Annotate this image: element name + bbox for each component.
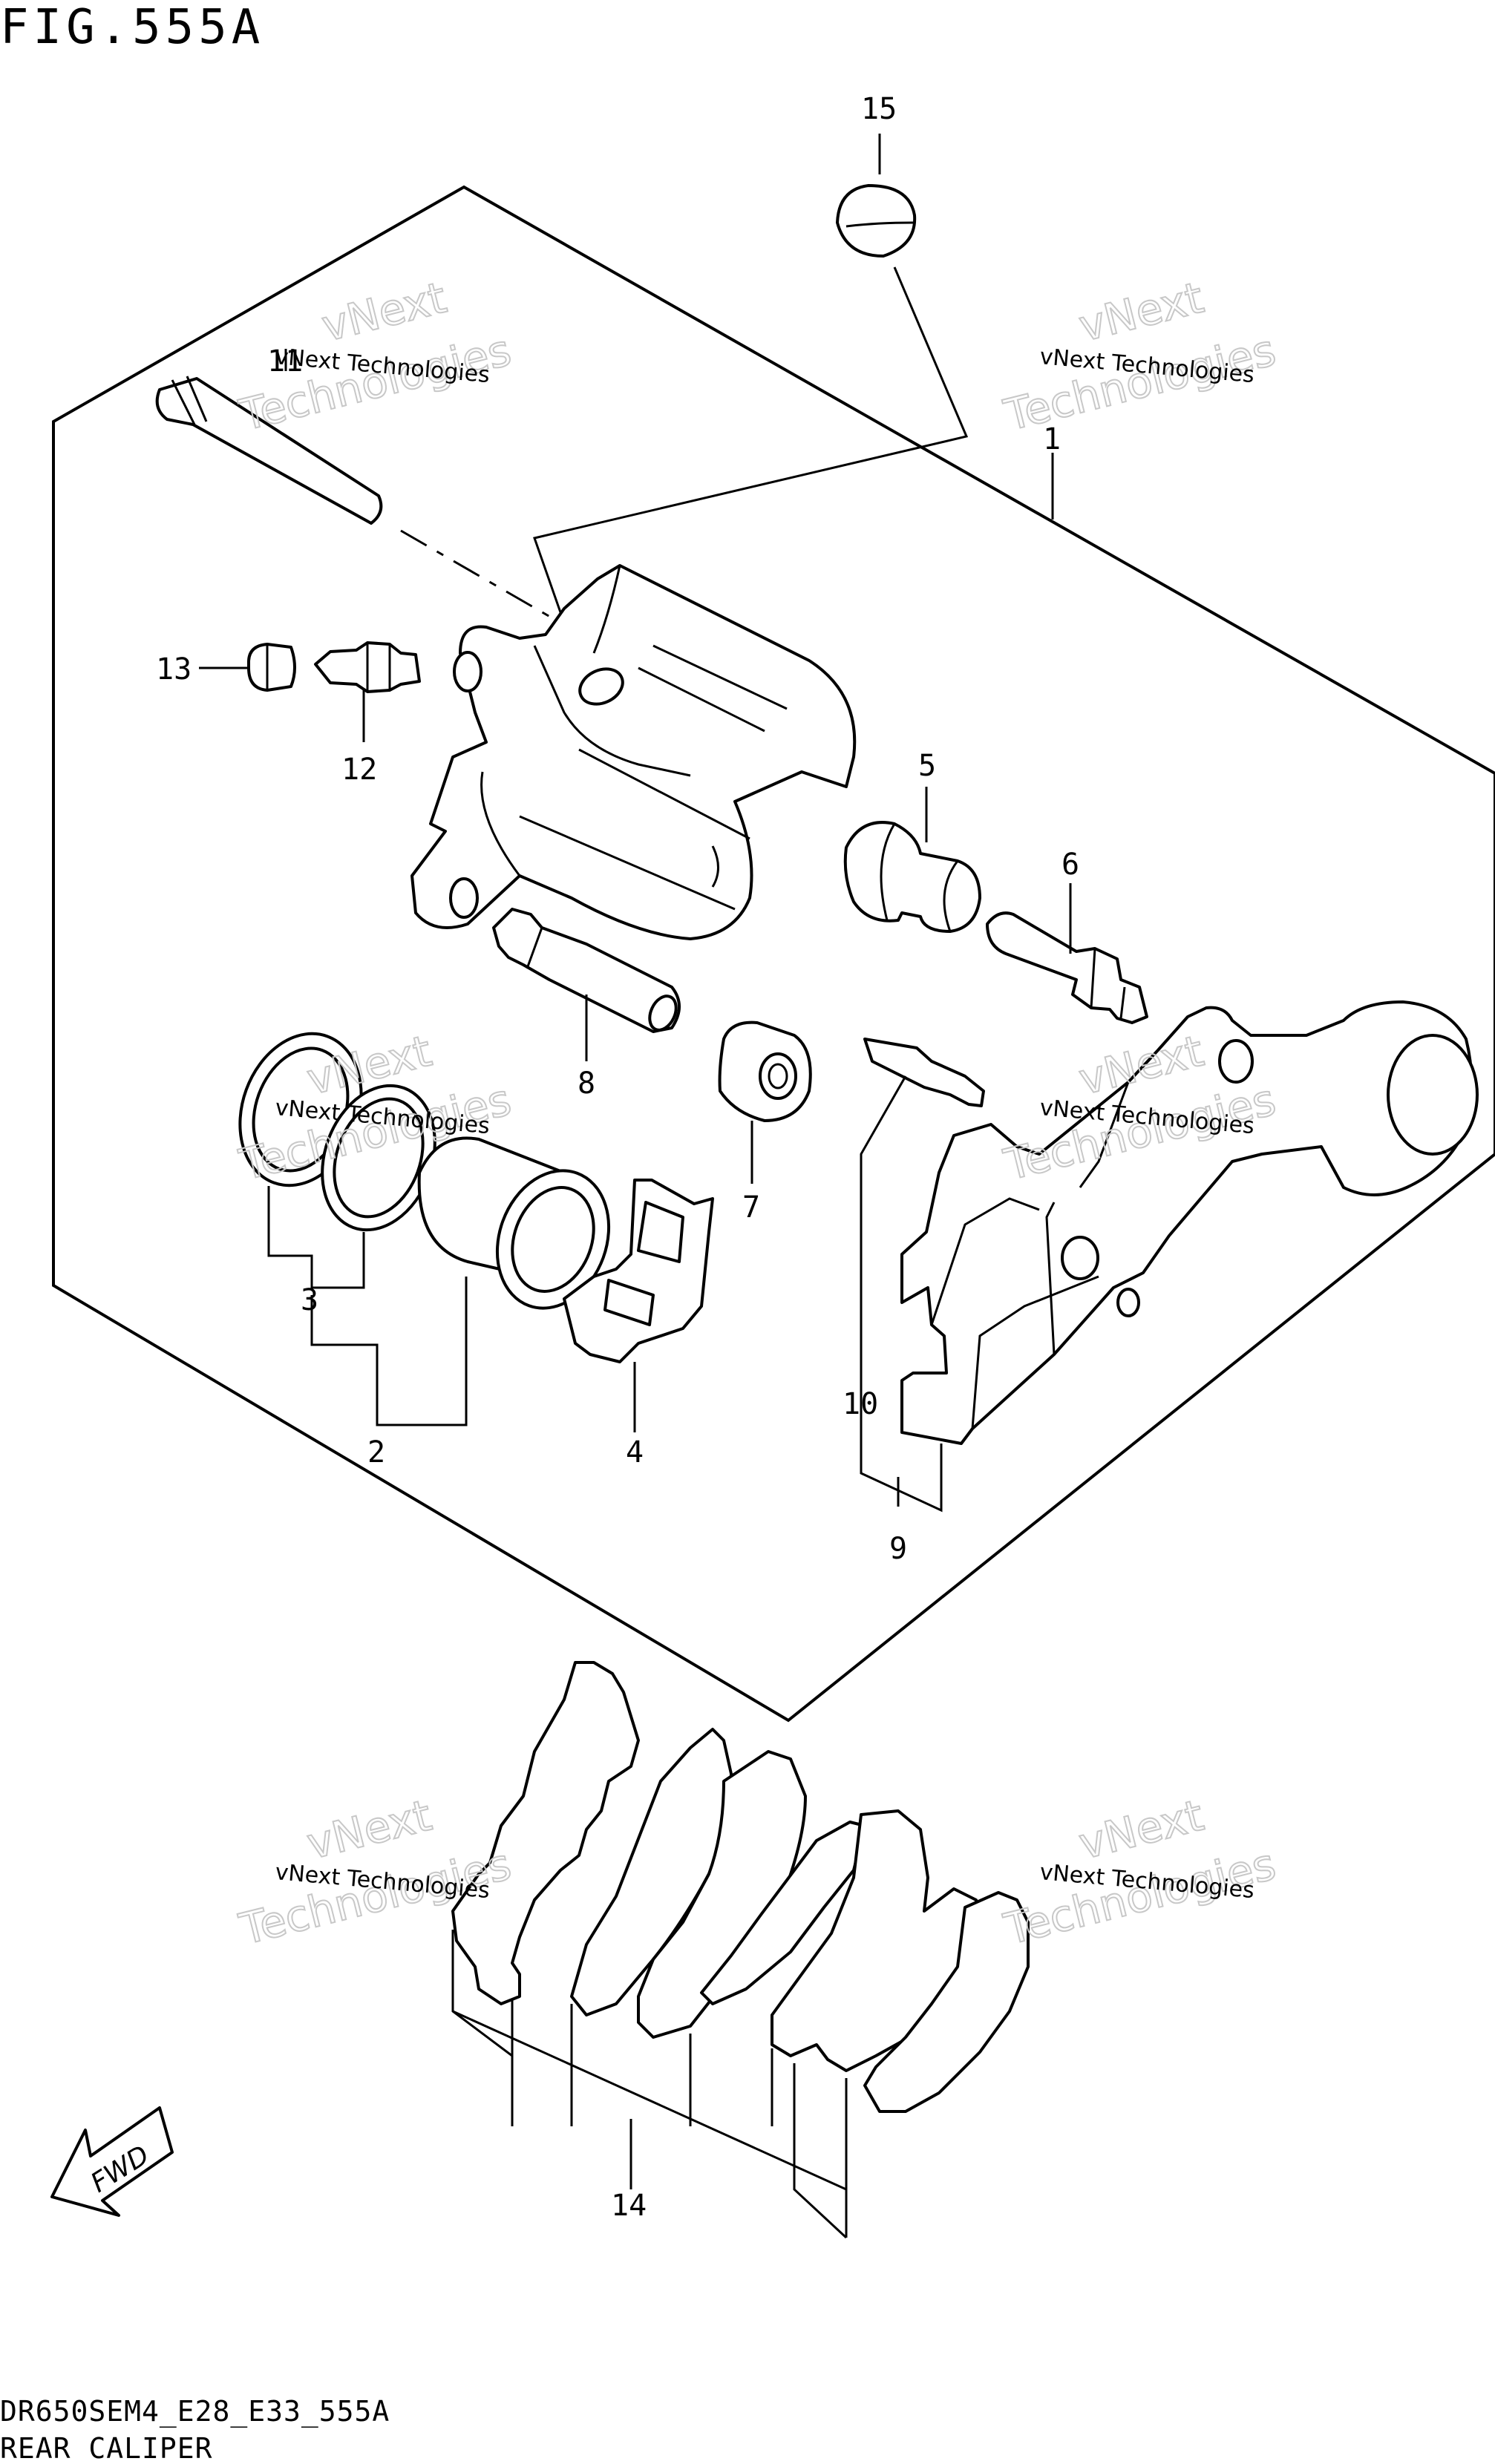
bleeder-cap-small-part <box>247 643 296 692</box>
callout-4: 4 <box>626 1435 644 1469</box>
pad-pin-part <box>155 376 383 525</box>
boot-part <box>718 1020 812 1122</box>
pin-centerline <box>400 529 565 626</box>
bleeder-valve-part <box>314 641 421 693</box>
assembly-outline <box>52 185 1495 1723</box>
watermark-big: vNext <box>1074 272 1208 352</box>
plate-spring-part <box>863 1038 985 1107</box>
callout-15: 15 <box>861 92 897 126</box>
watermark-6: Technologies vNext vNext Technologies <box>998 1789 1281 1956</box>
watermark-2: Technologies vNext vNext Technologies <box>998 272 1281 442</box>
callout-7: 7 <box>742 1190 760 1225</box>
figure-caption: REAR CALIPER <box>0 2432 213 2464</box>
callout-3: 3 <box>301 1283 318 1317</box>
fwd-arrow-icon: FWD <box>50 2106 174 2217</box>
caliper-bracket-part <box>900 1000 1479 1445</box>
sleeve-part <box>843 821 981 933</box>
callout-9: 9 <box>889 1532 907 1566</box>
caliper-body-part <box>410 564 857 940</box>
caliper-bolt-part <box>986 911 1148 1024</box>
leader-2 <box>310 1277 468 1426</box>
leader-3 <box>267 1186 365 1289</box>
leader-10 <box>860 1075 943 1513</box>
callout-5: 5 <box>918 749 936 783</box>
callout-6: 6 <box>1061 848 1079 882</box>
callout-13: 13 <box>156 652 192 687</box>
figure-title: FIG.555A <box>0 0 264 55</box>
callout-11: 11 <box>267 344 303 379</box>
brake-pads-part <box>451 1661 1030 2239</box>
callout-8: 8 <box>578 1066 595 1101</box>
watermark-big: vNext <box>1074 1790 1208 1870</box>
piston-part <box>417 1136 611 1310</box>
callout-12: 12 <box>341 753 377 787</box>
slide-pin-part <box>492 908 681 1033</box>
pad-spring-part <box>563 1179 714 1363</box>
piston-seal-part <box>238 1032 436 1232</box>
callout-14: 14 <box>611 2189 647 2223</box>
watermark-big: vNext <box>302 1790 436 1870</box>
callout-2: 2 <box>367 1435 385 1469</box>
bleeder-cap-part <box>836 184 917 258</box>
watermark-big: vNext <box>317 272 451 352</box>
model-code: DR650SEM4_E28_E33_555A <box>0 2395 390 2428</box>
callout-10: 10 <box>843 1387 878 1421</box>
callout-1: 1 <box>1043 422 1061 456</box>
